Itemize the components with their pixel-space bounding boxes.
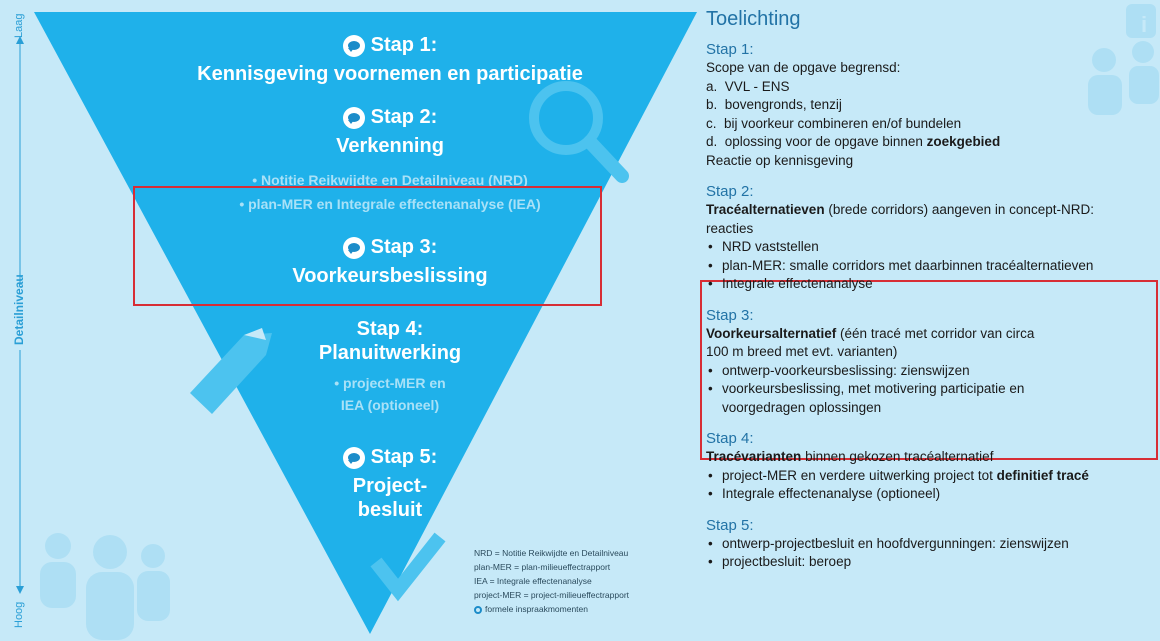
funnel-shape: [34, 12, 697, 634]
stap1-item: a. VVL - ENS: [706, 78, 790, 94]
stap2-intro-text: (brede corridors) aangeven in concept-NR…: [824, 202, 1094, 217]
speech-bubble-icon: [342, 236, 365, 259]
step-2: Stap 2: Verkenning • Notitie Reikwijdte …: [130, 106, 650, 214]
legend-item: plan-MER = plan-milieueffectrapport: [474, 562, 611, 572]
step-4: Stap 4: Planuitwerking • project-MER en …: [130, 318, 650, 415]
step-2-sub-1: • Notitie Reikwijdte en Detailniveau (NR…: [252, 171, 528, 188]
axis-label-high: Hoog: [13, 601, 25, 628]
step-5-title: Stap 5:: [370, 446, 438, 468]
stap3-intro-bold: Voorkeursalternatief: [706, 325, 837, 341]
stap4-bullet: Integrale effectenanalyse (optioneel): [706, 485, 1156, 504]
inspraak-icon: [474, 605, 482, 614]
stap3-heading: Stap 3:: [706, 306, 754, 324]
people-icon-left: [40, 533, 170, 640]
step-4-title: Stap 4:: [356, 318, 424, 340]
stap3-bullet: voorkeursbeslissing, met motivering part…: [706, 380, 1156, 399]
step-1-title: Stap 1:: [370, 34, 438, 56]
step-1-name: Kennisgeving voornemen en participatie: [197, 62, 583, 85]
speech-bubble-icon: [342, 106, 365, 129]
step-4-sub-2: IEA (optioneel): [340, 397, 440, 413]
stap5-bullet: projectbesluit: beroep: [706, 553, 1156, 572]
legend-item: project-MER = project-milieueffectrappor…: [474, 590, 630, 600]
stap1-intro: Scope van de opgave begrensd:: [706, 60, 901, 75]
stap4-intro: Tracévarianten binnen gekozen tracéalter…: [706, 448, 1156, 467]
stap4-bullet-bold: definitief tracé: [996, 467, 1089, 483]
stap1-item-d-bold: zoekgebied: [926, 134, 1001, 149]
step-3-title: Stap 3:: [370, 236, 438, 258]
axis-label-low: Laag: [13, 13, 25, 38]
step-3-name: Voorkeursbeslissing: [292, 264, 488, 287]
checkmark-icon: [370, 532, 446, 602]
axis-label-detail: Detailniveau: [12, 274, 26, 345]
stap2-bullet: Integrale effectenanalyse: [706, 275, 1156, 294]
step-2-name: Verkenning: [336, 134, 444, 157]
speech-bubble-icon: [342, 446, 365, 469]
stap3-bullet-cont: voorgedragen oplossingen: [722, 399, 882, 415]
step-5: Stap 5: Project- besluit: [130, 446, 650, 522]
panel-title: Toelichting: [706, 8, 801, 30]
stap1-heading: Stap 1:: [706, 41, 754, 58]
stap5-bullet: ontwerp-projectbesluit en hoofdvergunnin…: [706, 535, 1156, 554]
people-icon-right: [1088, 4, 1159, 115]
step-2-sub-2: • plan-MER en Integrale effectenanalyse …: [239, 195, 541, 212]
highlight-box-left: [133, 186, 602, 306]
step-3: Stap 3: Voorkeursbeslissing: [130, 236, 650, 288]
legend-item: IEA = Integrale effectenanalyse: [474, 576, 592, 586]
step-4-sub-1: • project-MER en: [334, 375, 446, 391]
step-4-name: Planuitwerking: [318, 342, 462, 364]
stap4-intro-text: binnen gekozen tracéalternatief: [801, 449, 994, 464]
step-2-title: Stap 2:: [370, 106, 438, 128]
step-5-name: Project-: [352, 474, 428, 497]
stap2-bullet: plan-MER: smalle corridors met daarbinne…: [706, 257, 1156, 276]
stap2-intro-line2: reacties: [706, 220, 754, 236]
info-icon: i: [1141, 12, 1147, 37]
stap1-outro: Reactie op kennisgeving: [706, 152, 854, 168]
stap3-intro-text: (één tracé met corridor van circa: [836, 325, 1035, 341]
stap2-heading: Stap 2:: [706, 183, 754, 200]
stap1-item: c. bij voorkeur combineren en/of bundele…: [706, 115, 962, 131]
stap3-intro: Voorkeursalternatief (één tracé met corr…: [706, 325, 1156, 344]
legend-item: formele inspraakmomenten: [485, 604, 588, 614]
stap1-item-d-text: d. oplossing voor de opgave binnen: [706, 134, 927, 149]
magnifier-icon: [529, 81, 629, 183]
toelichting-panel: Toelichting Stap 1: Scope van de opgave …: [706, 8, 1156, 572]
stap3-intro-line2: 100 m breed met evt. varianten): [706, 344, 898, 359]
stap4-bullet: project-MER en verdere uitwerking projec…: [706, 467, 1156, 486]
stap2-intro-bold: Tracéalternatieven: [706, 202, 825, 217]
stap4-bullet-text: project-MER en verdere uitwerking projec…: [722, 467, 997, 483]
stap5-heading: Stap 5:: [706, 516, 754, 534]
pencil-icon: [190, 328, 272, 414]
stap2-intro: Tracéalternatieven (brede corridors) aan…: [706, 201, 1156, 220]
stap1-item: b. bovengronds, tenzij: [706, 97, 842, 112]
stap4-intro-bold: Tracévarianten: [706, 449, 802, 464]
step-1: Stap 1: Kennisgeving voornemen en partic…: [130, 34, 650, 86]
stap2-bullet: NRD vaststellen: [706, 238, 1156, 257]
stap4-heading: Stap 4:: [706, 430, 754, 447]
legend-item: NRD = Notitie Reikwijdte en Detailniveau: [474, 548, 629, 558]
stap3-bullet: ontwerp-voorkeursbeslissing: zienswijzen: [706, 362, 1156, 381]
legend: NRD = Notitie Reikwijdte en Detailniveau…: [474, 546, 629, 616]
stap1-item-d: d. oplossing voor de opgave binnen zoekg…: [706, 133, 1156, 152]
speech-bubble-icon: [342, 34, 365, 57]
step-5-name-2: besluit: [357, 498, 423, 521]
